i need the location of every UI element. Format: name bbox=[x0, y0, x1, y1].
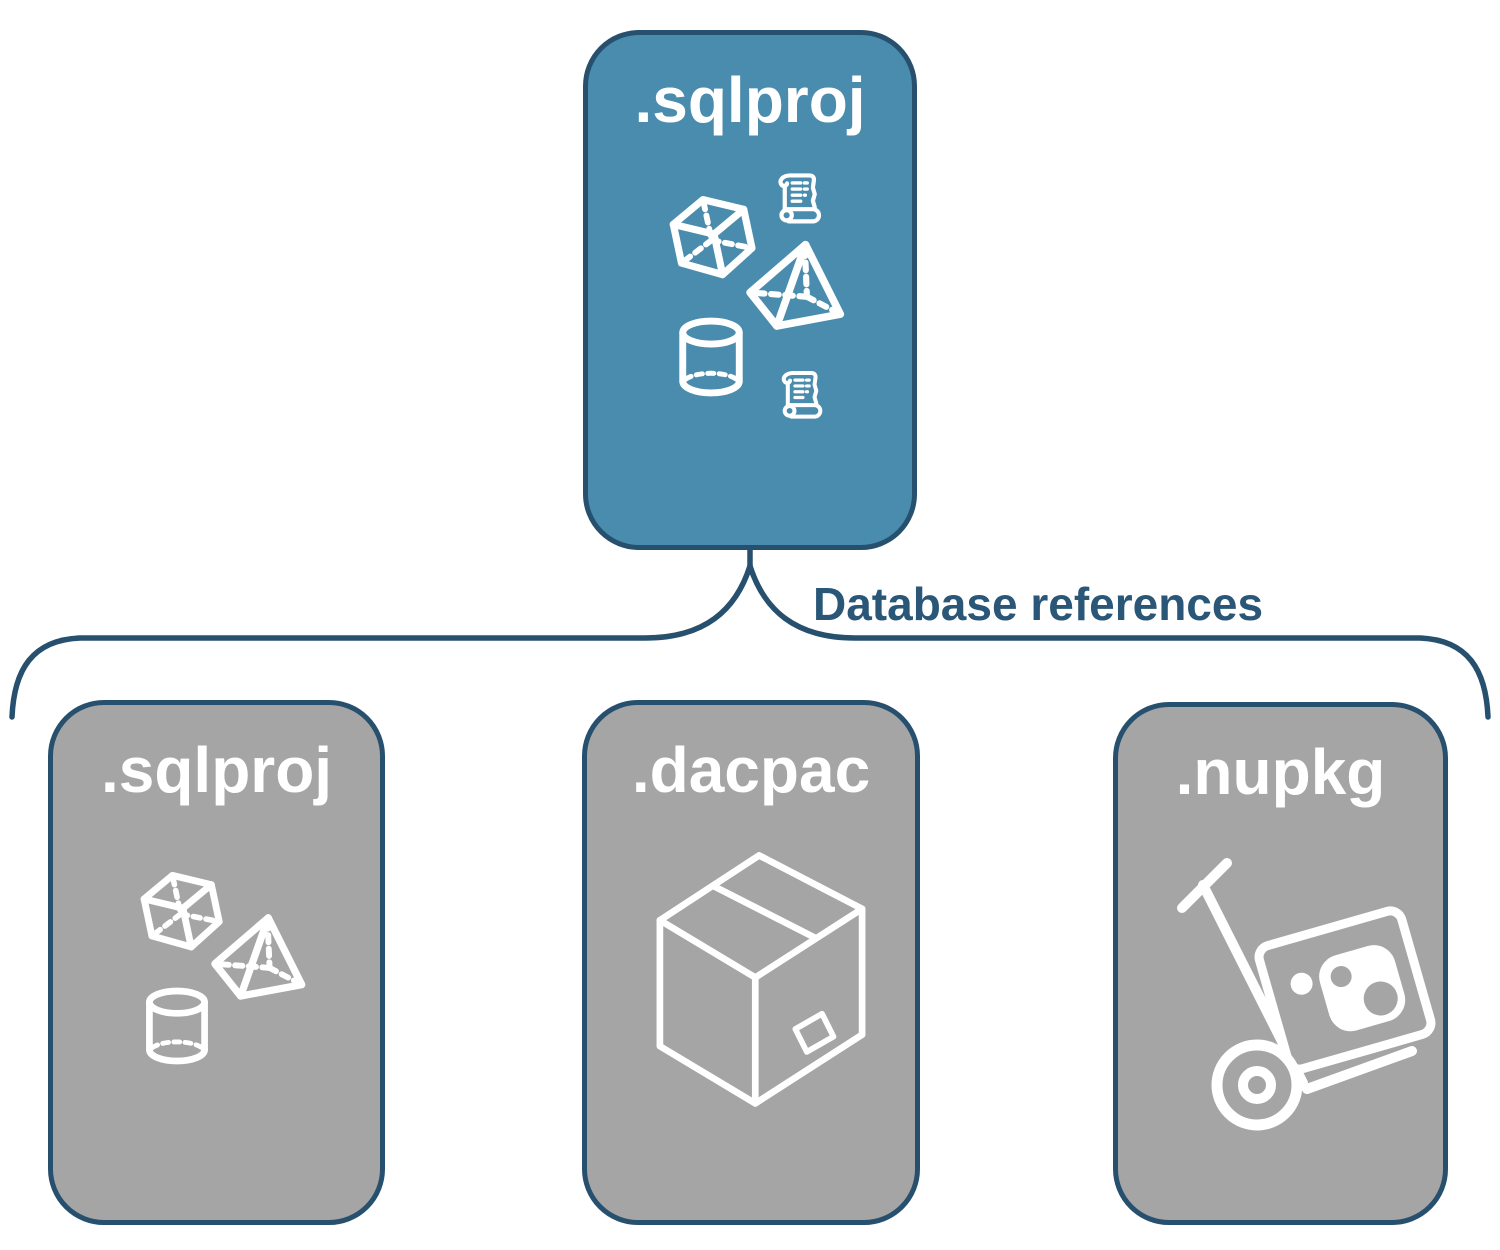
nuget-hand-truck-icon bbox=[1177, 858, 1436, 1131]
brace-connector bbox=[9, 550, 1491, 720]
cylinder-icon bbox=[146, 987, 208, 1065]
connector-label: Database references bbox=[813, 578, 1264, 630]
cube-icon bbox=[140, 871, 223, 951]
pyramid-icon bbox=[211, 914, 306, 1000]
child-node-label: .nupkg bbox=[1175, 736, 1386, 808]
pyramid-icon bbox=[746, 240, 845, 330]
root-node-label: .sqlproj bbox=[634, 64, 866, 136]
nuget-package bbox=[1254, 906, 1436, 1074]
scroll-icon bbox=[781, 371, 823, 419]
scroll-icon bbox=[778, 173, 822, 224]
package-box-icon bbox=[656, 852, 866, 1107]
cylinder-icon bbox=[679, 317, 743, 397]
child-node-sqlproj: .sqlproj bbox=[48, 700, 385, 1225]
child-node-nupkg: .nupkg bbox=[1113, 702, 1448, 1225]
root-node-sqlproj: .sqlproj bbox=[583, 30, 917, 550]
cube-icon bbox=[669, 196, 756, 279]
child-node-label: .sqlproj bbox=[100, 734, 333, 806]
child-node-label: .dacpac bbox=[631, 734, 871, 806]
child-node-dacpac: .dacpac bbox=[582, 700, 920, 1225]
